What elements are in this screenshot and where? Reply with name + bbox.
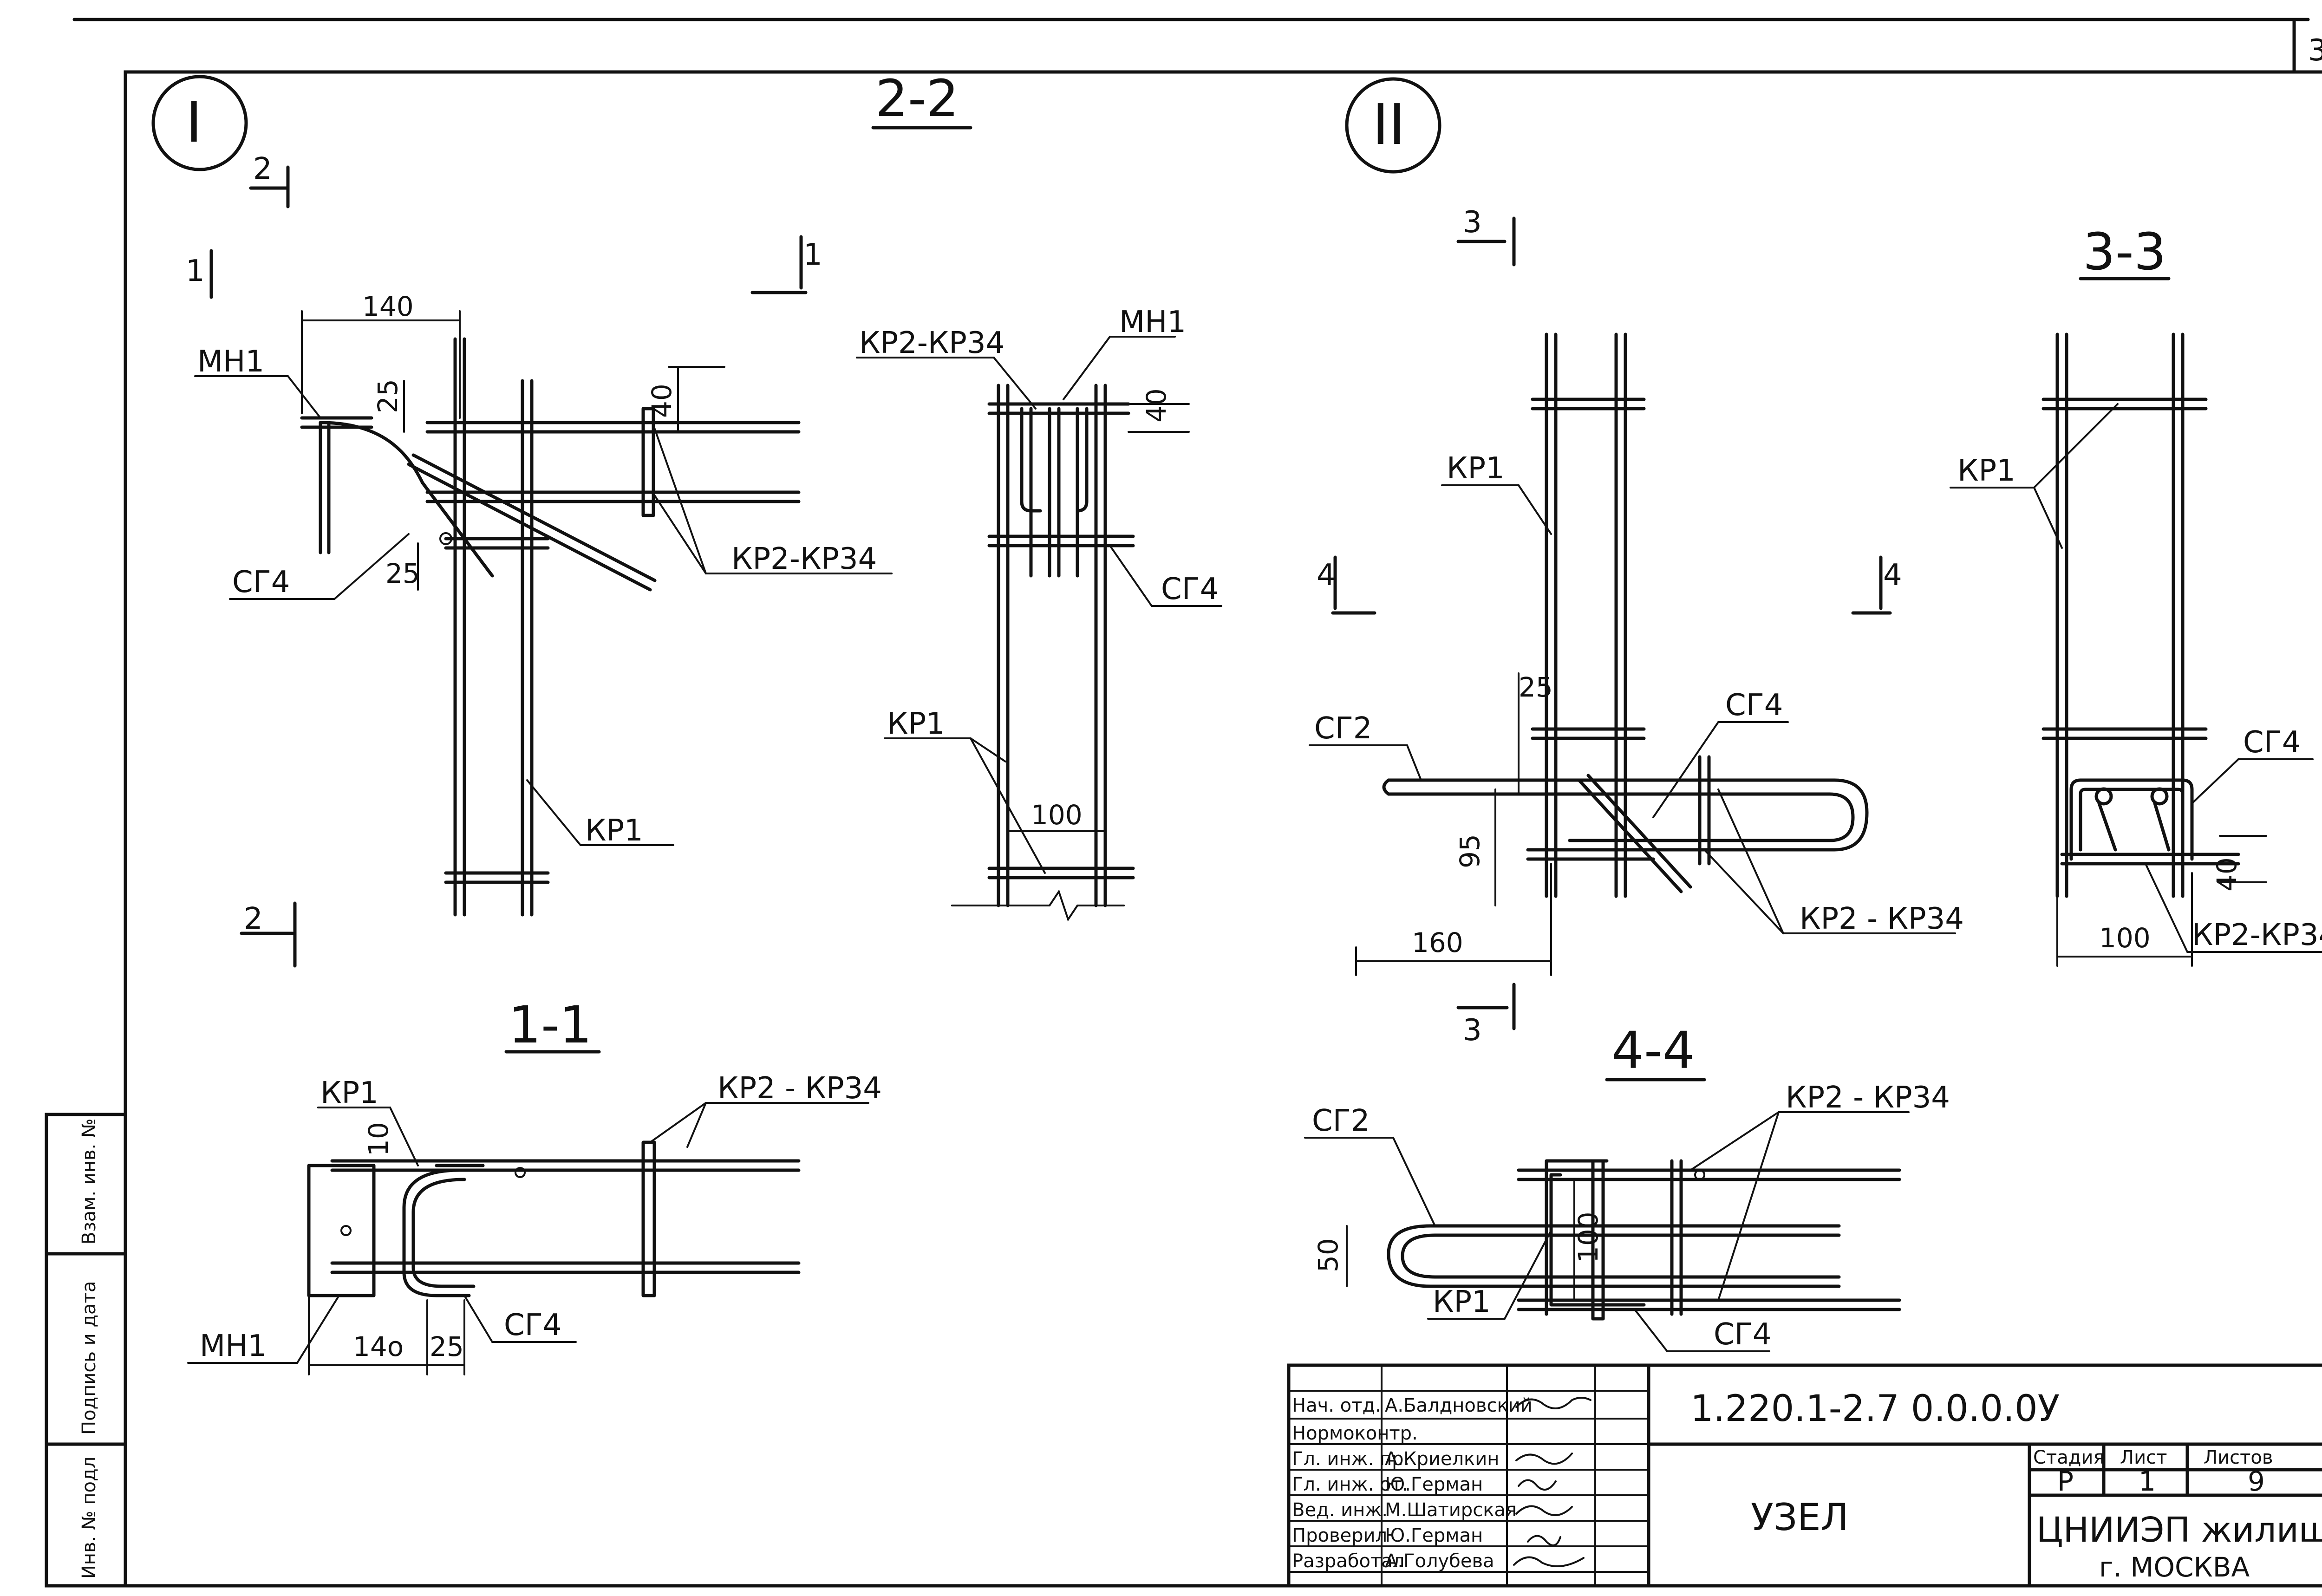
label-sg4-plan: СГ4 xyxy=(232,565,290,599)
tb-sheets-header: Листов xyxy=(2204,1447,2273,1468)
dim-40-s33: 40 xyxy=(2211,857,2243,892)
tb-role-0: Нач. отд. xyxy=(1292,1395,1381,1416)
dim-25-top: 25 xyxy=(372,379,404,413)
label-mn1-s11: МН1 xyxy=(200,1329,267,1363)
mark-4-right: 4 xyxy=(1883,558,1902,593)
label-kr1-elev: КР1 xyxy=(1447,451,1505,486)
mark-1-left: 1 xyxy=(186,254,205,288)
dim-100-s33: 100 xyxy=(2099,922,2151,954)
tb-name-2: А.Криелкин xyxy=(1385,1448,1499,1470)
label-sg2-elev: СГ2 xyxy=(1314,711,1372,746)
label-kr2-kr34-s33: КР2-КР34 xyxy=(2192,918,2322,952)
dim-100-s44: 100 xyxy=(1572,1212,1604,1263)
section-4-4: 4-4 50 100 СГ2 КР2 - КР34 КР1 СГ4 xyxy=(1304,1021,1950,1352)
label-kr2-kr34-s22: КР2-КР34 xyxy=(859,326,1004,360)
label-sg4-s11: СГ4 xyxy=(504,1308,561,1342)
dim-100-s22: 100 xyxy=(1031,799,1083,831)
mark-3-bottom: 3 xyxy=(1463,1013,1482,1048)
tb-drawing-name: УЗЕЛ xyxy=(1751,1496,1849,1539)
callout-node-1: I xyxy=(151,75,248,171)
tb-name-5: Ю.Герман xyxy=(1385,1525,1483,1546)
label-sg4-s22: СГ4 xyxy=(1161,572,1219,606)
tb-stage-header: Стадия xyxy=(2033,1447,2104,1468)
tb-role-1: Нормоконтр. xyxy=(1292,1423,1418,1444)
mark-4-left: 4 xyxy=(1317,558,1336,593)
tb-name-4: М.Шатирская xyxy=(1385,1499,1517,1521)
title-section-2-2: 2-2 xyxy=(875,69,959,128)
label-mn1-s22: МН1 xyxy=(1119,305,1186,339)
section-2-2: 2-2 100 40 КР2-КР34 МН1 С xyxy=(856,69,1222,922)
sheet-frame xyxy=(45,18,2322,1588)
mark-3-top: 3 xyxy=(1463,205,1482,240)
tb-role-2: Гл. инж. пр. xyxy=(1292,1448,1409,1470)
callout-node-1-label: I xyxy=(186,91,202,155)
title-section-1-1: 1-1 xyxy=(509,995,592,1055)
tb-role-4: Вед. инж. xyxy=(1292,1499,1388,1521)
section-3-3: 3-3 100 40 КР1 СГ4 КР2-КР34 xyxy=(1950,222,2322,967)
label-kr2-kr34-plan: КР2-КР34 xyxy=(731,542,877,576)
label-kr2-kr34-s11: КР2 - КР34 xyxy=(717,1071,882,1106)
dim-25-mid: 25 xyxy=(385,558,420,589)
tb-name-0: А.Балдновский xyxy=(1385,1395,1533,1416)
label-kr1-s22: КР1 xyxy=(887,707,945,741)
dim-95-elev: 95 xyxy=(1454,834,1486,868)
tb-document-code: 1.220.1-2.7 0.0.0.0У xyxy=(1690,1388,2060,1430)
tb-stage: Р xyxy=(2057,1466,2074,1497)
label-kr1-s11: КР1 xyxy=(320,1076,378,1110)
mark-2-top: 2 xyxy=(253,152,272,186)
label-kr2-kr34-elev: КР2 - КР34 xyxy=(1800,902,1964,936)
tb-sheet-header: Лист xyxy=(2120,1447,2167,1468)
tb-role-3: Гл. инж. от. xyxy=(1292,1474,1408,1495)
callout-node-2-label: II xyxy=(1372,93,1405,157)
dim-140-top: 140 xyxy=(362,291,414,322)
node-1-plan-view: 2 1 1 2 xyxy=(186,152,893,968)
tb-org-line1: ЦНИИЭП жилища xyxy=(2036,1510,2322,1550)
tb-org-line2: г. МОСКВА xyxy=(2099,1551,2250,1583)
label-sg2-s44: СГ2 xyxy=(1312,1104,1370,1138)
dim-40-s22: 40 xyxy=(1141,388,1172,423)
dim-140o-s11: 14о xyxy=(353,1331,404,1362)
tb-role-5: Проверил xyxy=(1292,1525,1387,1546)
label-kr2-kr34-s44: КР2 - КР34 xyxy=(1786,1081,1950,1115)
tb-sheet: 1 xyxy=(2139,1466,2156,1497)
label-sg4-s33: СГ4 xyxy=(2243,725,2301,760)
node-2-elevation: 3 3 4 4 160 xyxy=(1309,205,1964,1048)
title-section-3-3: 3-3 xyxy=(2083,222,2166,281)
callout-node-2: II xyxy=(1345,77,1441,174)
section-1-1: 1-1 14о 25 10 КР1 КР2 - КР34 МН1 xyxy=(187,995,882,1375)
tb-sheets: 9 xyxy=(2248,1466,2265,1497)
mark-2-bottom: 2 xyxy=(244,902,263,936)
side-stamp-vzam: Взам. инв. № xyxy=(78,1118,100,1244)
page-number: 31 xyxy=(2308,33,2322,68)
side-stamp-podpis: Подпись и дата xyxy=(78,1281,100,1435)
label-sg4-s44: СГ4 xyxy=(1714,1317,1771,1352)
label-sg4-elev: СГ4 xyxy=(1725,688,1783,723)
dim-10-s11: 10 xyxy=(363,1122,394,1156)
tb-name-3: Ю.Герман xyxy=(1385,1474,1483,1495)
mark-1-right: 1 xyxy=(803,238,822,272)
dim-160-elev: 160 xyxy=(1412,927,1463,958)
label-kr1-s33: КР1 xyxy=(1957,454,2015,488)
side-stamp-inv: Инв. № подл xyxy=(78,1457,100,1579)
label-mn1-plan: МН1 xyxy=(197,345,264,379)
dim-25-elev: 25 xyxy=(1519,671,1553,703)
title-section-4-4: 4-4 xyxy=(1611,1021,1695,1080)
tb-role-6: Разработал xyxy=(1292,1550,1404,1572)
label-kr1-plan: КР1 xyxy=(585,814,643,848)
title-block: Нач. отд. А.Балдновский Нормоконтр. Гл. … xyxy=(1287,1363,2322,1588)
side-stamp: Инв. № подл Подпись и дата Взам. инв. № xyxy=(78,1118,100,1579)
tb-name-6: А.Голубева xyxy=(1385,1550,1494,1572)
dim-40-top: 40 xyxy=(646,384,678,418)
dim-25-s11: 25 xyxy=(430,1331,464,1362)
label-kr1-s44: КР1 xyxy=(1433,1285,1491,1319)
dim-50-s44: 50 xyxy=(1312,1238,1344,1272)
